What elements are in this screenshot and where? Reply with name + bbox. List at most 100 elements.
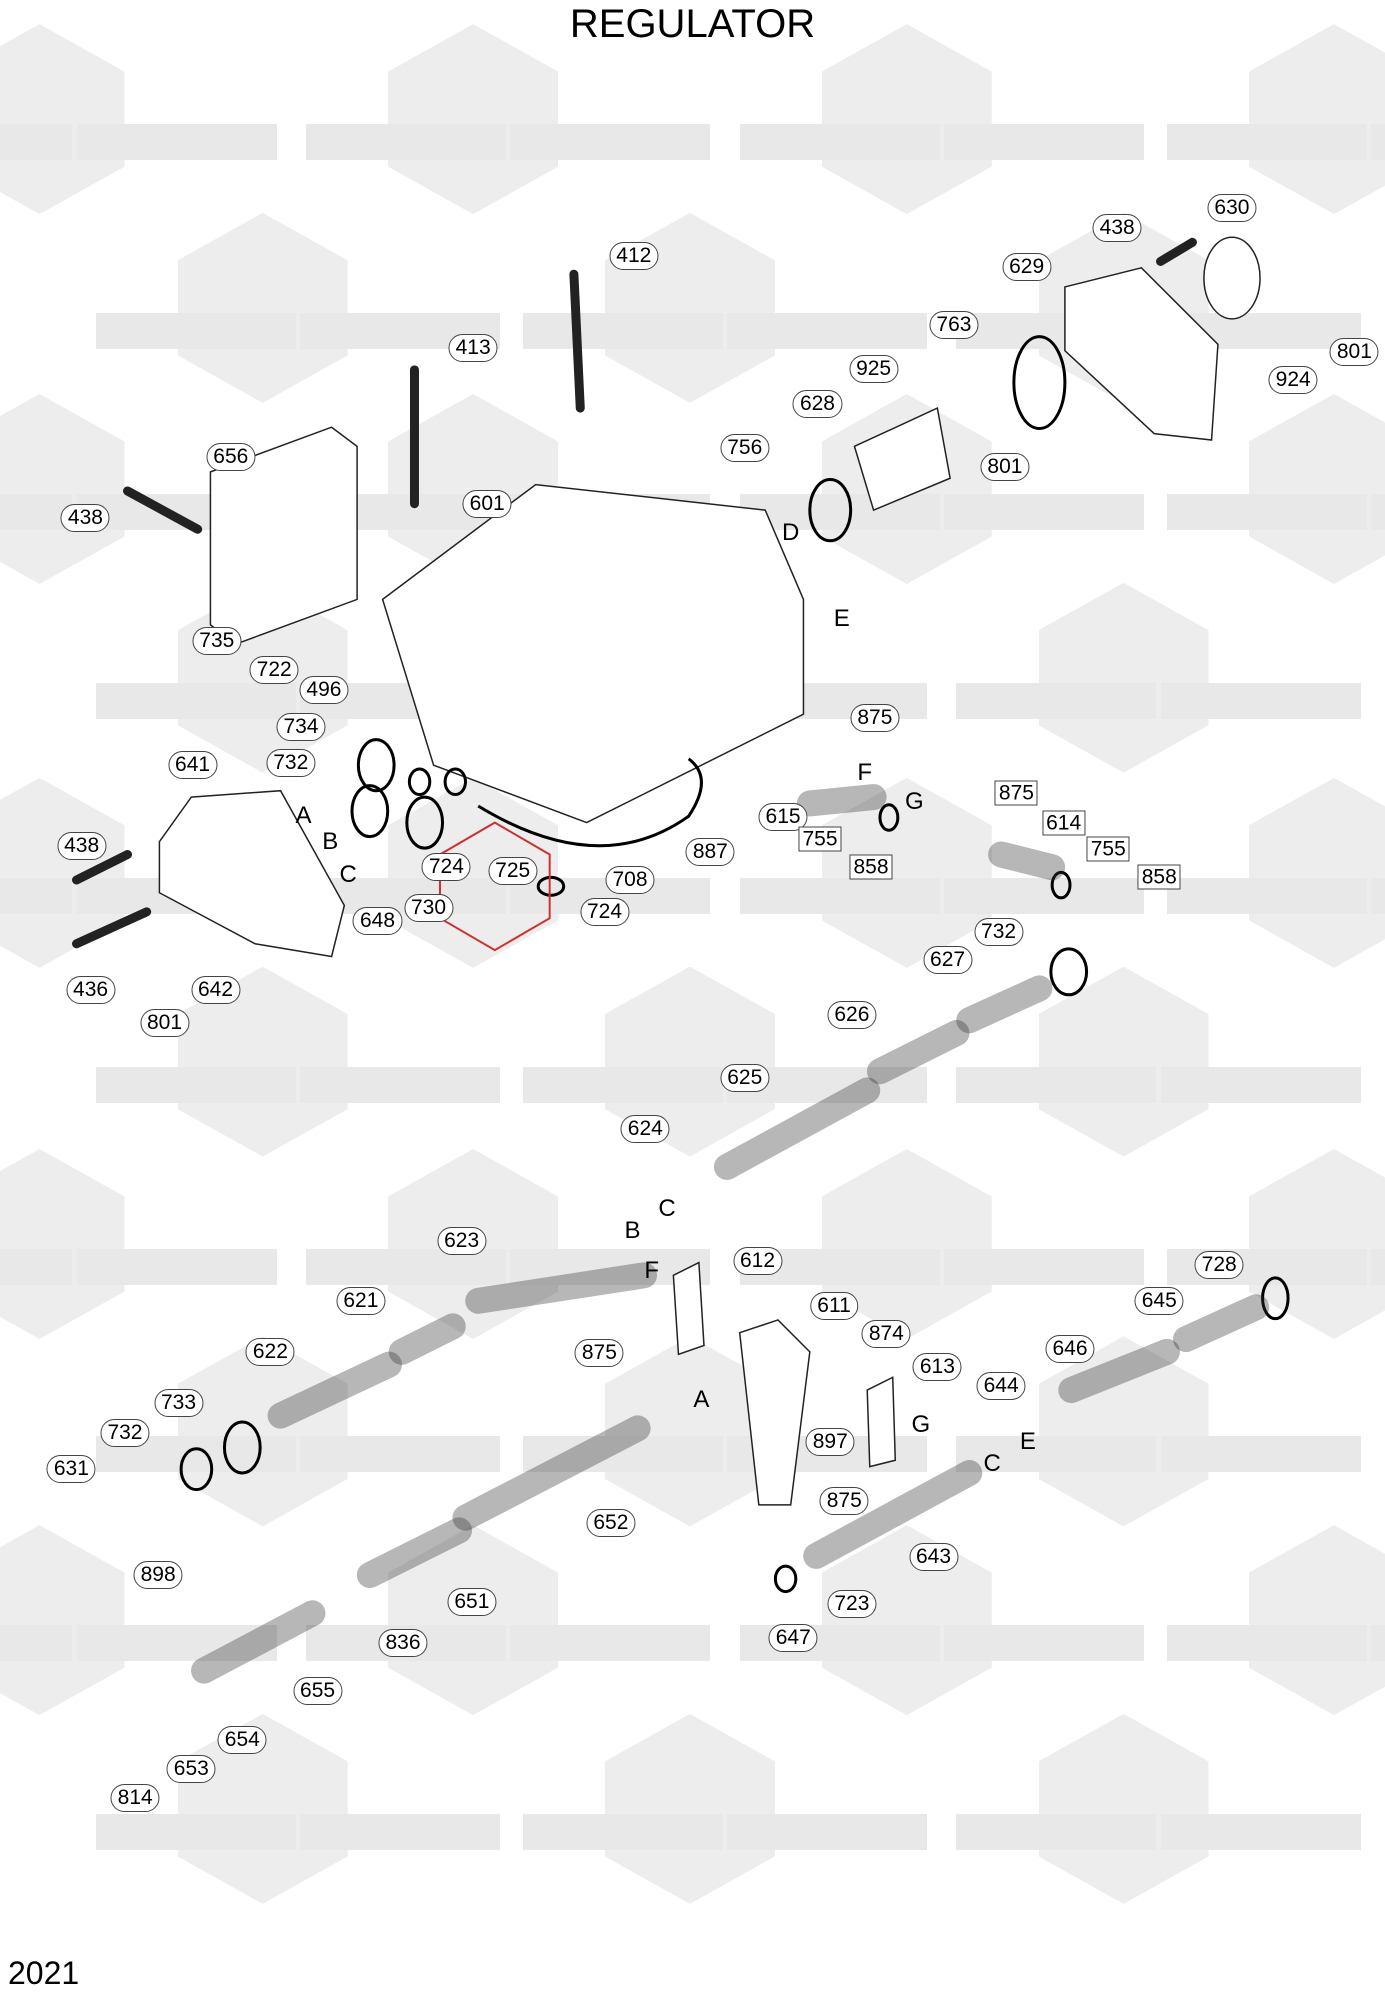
watermark-logo-band bbox=[95, 1066, 296, 1103]
bolt bbox=[72, 907, 152, 949]
part-callout-645: 645 bbox=[1134, 1286, 1184, 1315]
pin-614 bbox=[988, 841, 1066, 881]
watermark-logo-band bbox=[1370, 493, 1385, 530]
part-callout-628: 628 bbox=[792, 390, 842, 419]
watermark-logo-band bbox=[1160, 1436, 1361, 1473]
watermark-logo-band bbox=[943, 493, 1144, 530]
connection-letter-B: B bbox=[624, 1216, 641, 1244]
watermark-logo-band bbox=[739, 877, 940, 914]
part-callout-626: 626 bbox=[827, 1001, 877, 1030]
part-callout-612: 612 bbox=[733, 1247, 783, 1276]
part-callout-630: 630 bbox=[1207, 193, 1257, 222]
watermark-logo-band bbox=[739, 493, 940, 530]
part-callout-644: 644 bbox=[976, 1372, 1026, 1401]
watermark-logo-band bbox=[1160, 682, 1361, 719]
watermark-logo-band bbox=[76, 1625, 277, 1662]
pin-621 bbox=[388, 1313, 466, 1365]
watermark-logo-band bbox=[76, 1248, 277, 1285]
part-callout-897: 897 bbox=[805, 1428, 855, 1457]
lever-612 bbox=[672, 1261, 705, 1356]
part-callout-436: 436 bbox=[66, 975, 116, 1004]
o-ring-763 bbox=[1012, 335, 1067, 431]
watermark-logo-band bbox=[95, 682, 296, 719]
part-callout-613: 613 bbox=[912, 1353, 962, 1382]
part-callout-642: 642 bbox=[190, 975, 241, 1004]
lever-613 bbox=[866, 1376, 897, 1468]
part-callout-733: 733 bbox=[154, 1388, 204, 1417]
watermark-logo-band bbox=[739, 124, 940, 161]
part-callout-724: 724 bbox=[579, 897, 630, 926]
spool-623 bbox=[465, 1262, 658, 1314]
part-callout-624: 624 bbox=[620, 1114, 670, 1143]
part-callout-601: 601 bbox=[462, 489, 512, 518]
watermark-logo-band bbox=[943, 877, 1144, 914]
spring-646 bbox=[1058, 1338, 1180, 1404]
connection-letter-F: F bbox=[644, 1257, 660, 1285]
part-callout-836: 836 bbox=[378, 1628, 428, 1657]
watermark-logo-band bbox=[1160, 1813, 1361, 1850]
o-ring-708 bbox=[477, 757, 703, 848]
part-callout-722: 722 bbox=[249, 655, 299, 684]
part-callout-631: 631 bbox=[46, 1455, 96, 1484]
watermark-logo-band bbox=[943, 1625, 1144, 1662]
spring-625 bbox=[713, 1077, 881, 1180]
o-ring bbox=[350, 784, 390, 839]
watermark-logo-band bbox=[0, 1625, 73, 1662]
spring-655 bbox=[191, 1600, 326, 1684]
part-callout-898: 898 bbox=[133, 1561, 183, 1590]
watermark-logo-band bbox=[1370, 877, 1385, 914]
part-callout-412: 412 bbox=[609, 242, 659, 271]
part-callout-763: 763 bbox=[929, 311, 979, 340]
watermark-logo-band bbox=[95, 312, 296, 349]
part-callout-858: 858 bbox=[1137, 864, 1181, 890]
part-callout-925: 925 bbox=[849, 354, 899, 383]
cover-629 bbox=[1064, 266, 1219, 441]
watermark-logo-band bbox=[299, 1436, 500, 1473]
watermark-logo-band bbox=[76, 124, 277, 161]
o-ring bbox=[1049, 947, 1089, 997]
watermark-logo-band bbox=[1166, 1625, 1367, 1662]
part-callout-725: 725 bbox=[488, 857, 538, 886]
connection-letter-G: G bbox=[911, 1410, 931, 1438]
highlight-hexagon bbox=[438, 821, 551, 952]
part-callout-801: 801 bbox=[139, 1008, 190, 1037]
cover-656 bbox=[209, 426, 358, 645]
part-callout-625: 625 bbox=[720, 1063, 770, 1092]
o-ring bbox=[356, 738, 396, 793]
part-callout-875: 875 bbox=[850, 704, 900, 732]
part-callout-496: 496 bbox=[299, 675, 349, 704]
connection-letter-C: C bbox=[658, 1195, 676, 1222]
watermark-logo-band bbox=[306, 124, 507, 161]
part-callout-734: 734 bbox=[276, 712, 326, 741]
watermark-logo-band bbox=[510, 124, 711, 161]
part-callout-755: 755 bbox=[798, 826, 842, 852]
regulator-body-601 bbox=[381, 483, 805, 824]
o-ring bbox=[179, 1447, 214, 1492]
watermark-logo-band bbox=[0, 124, 73, 161]
connection-letter-B: B bbox=[322, 827, 339, 855]
page-title: REGULATOR bbox=[569, 2, 816, 46]
part-callout-801: 801 bbox=[1329, 337, 1379, 366]
watermark-logo-band bbox=[726, 1813, 927, 1850]
part-callout-724: 724 bbox=[421, 853, 471, 882]
part-callout-732: 732 bbox=[266, 748, 316, 777]
watermark-logo bbox=[1038, 582, 1209, 773]
connection-letter-A: A bbox=[693, 1386, 710, 1414]
part-callout-875: 875 bbox=[994, 780, 1038, 806]
sleeve-651 bbox=[356, 1517, 473, 1589]
o-ring bbox=[407, 767, 432, 797]
connection-letter-C: C bbox=[339, 860, 357, 888]
part-callout-438: 438 bbox=[60, 503, 110, 532]
part-callout-647: 647 bbox=[768, 1623, 818, 1652]
cover-641 bbox=[158, 789, 346, 958]
connection-letter-A: A bbox=[295, 802, 312, 830]
bolt bbox=[72, 849, 133, 885]
connection-letter-C: C bbox=[983, 1450, 1001, 1478]
watermark-logo-band bbox=[522, 1066, 723, 1103]
part-callout-653: 653 bbox=[166, 1754, 216, 1783]
part-callout-801: 801 bbox=[980, 452, 1030, 481]
part-callout-643: 643 bbox=[909, 1543, 959, 1572]
o-ring bbox=[878, 803, 900, 832]
